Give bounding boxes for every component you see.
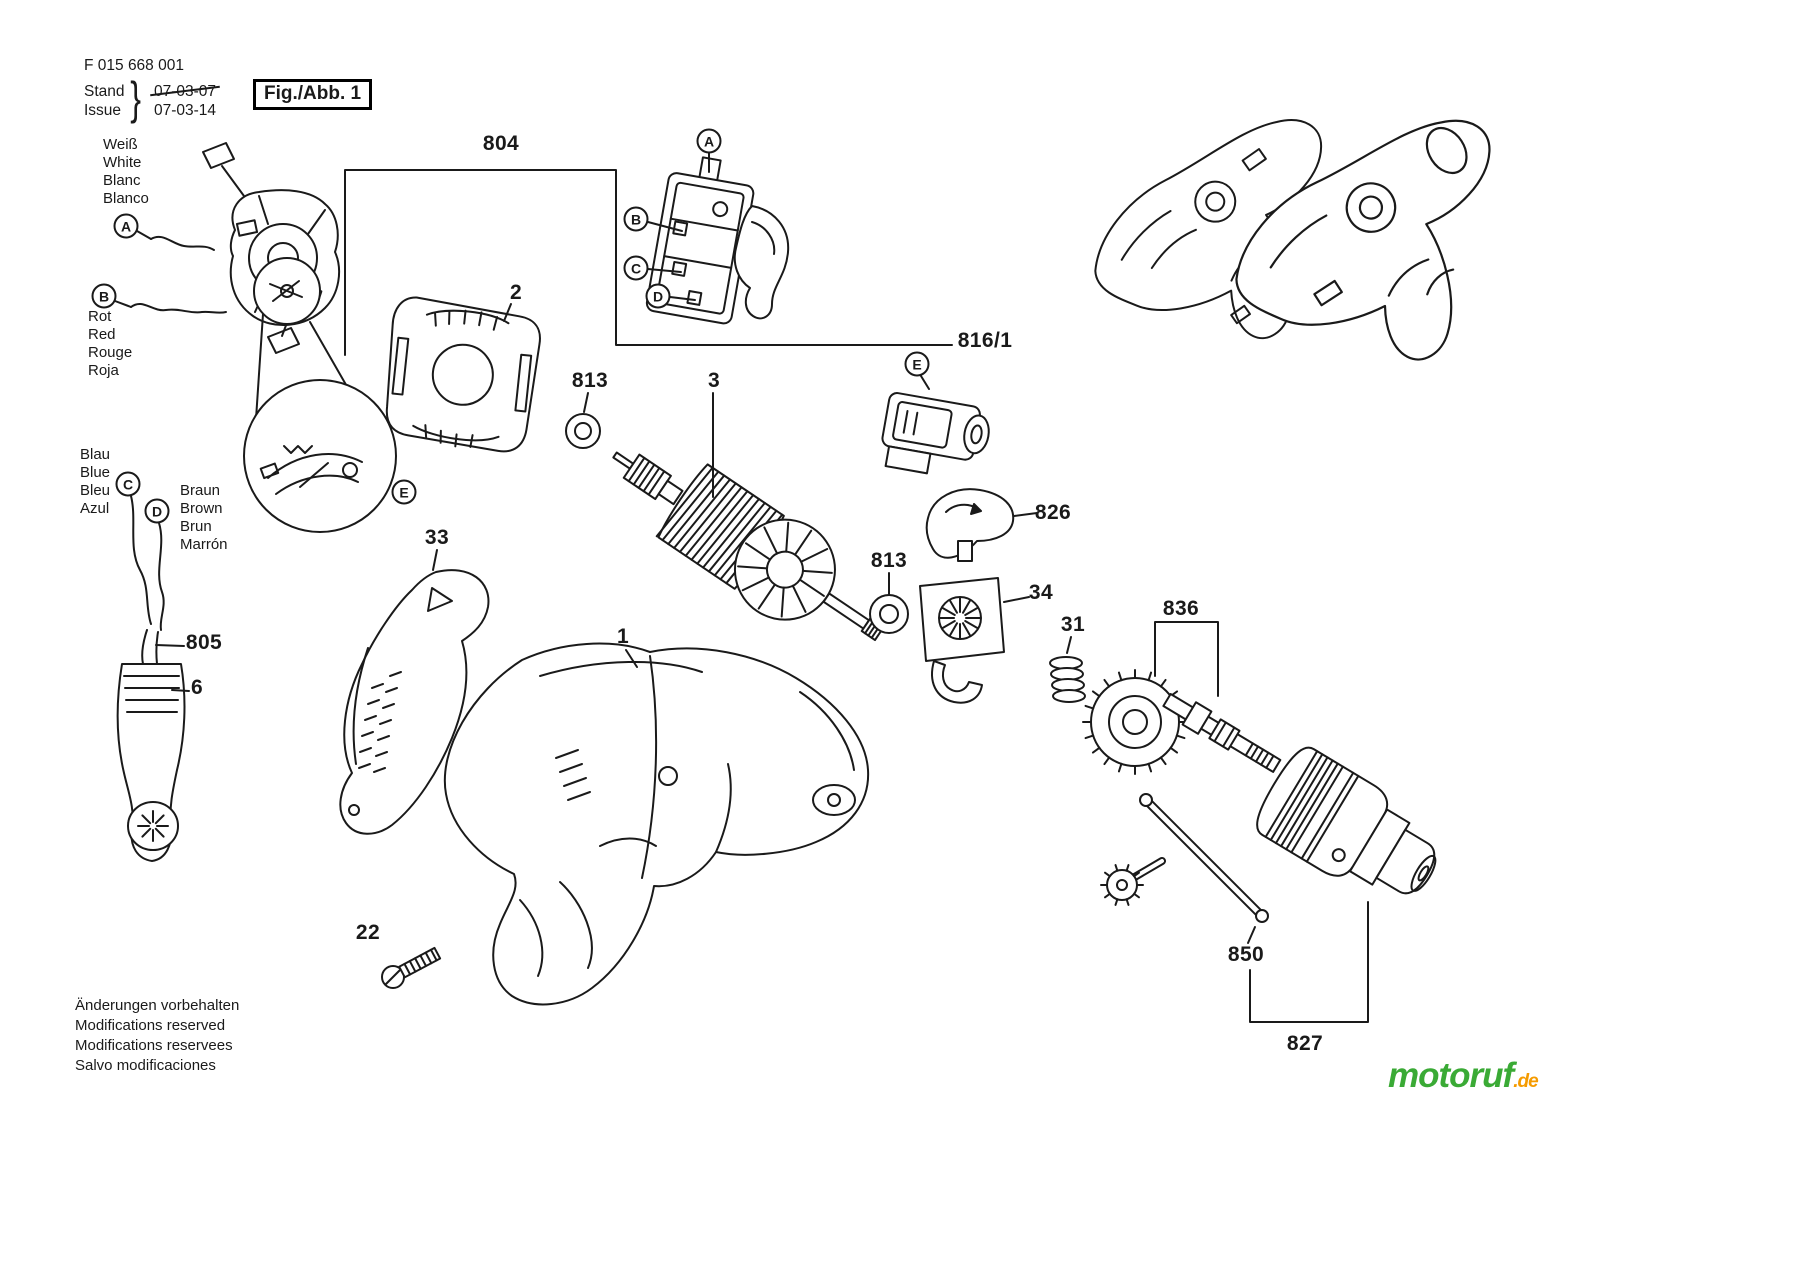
doc-header: F 015 668 001 } Stand 07-03-07 Issue 07-… — [84, 56, 244, 122]
callout-d-wires: D — [144, 498, 170, 524]
main-housing-1 — [443, 642, 870, 1006]
brush-plate-assembly — [130, 142, 341, 354]
part-label-805: 805 — [185, 631, 223, 654]
callout-b-switch: B — [623, 206, 649, 232]
callout-c-switch: C — [623, 255, 649, 281]
part-label-804: 804 — [482, 132, 520, 155]
wire-label-line: Rot — [88, 308, 112, 325]
bearing-plate-34 — [919, 577, 1005, 704]
wire-label-line: Braun — [180, 482, 221, 499]
wire-label-line: Roja — [88, 362, 119, 379]
callout-e-detail: E — [391, 479, 417, 505]
wire-label-line: Blue — [80, 464, 111, 481]
part-label-33: 33 — [424, 526, 450, 549]
callout-c-wires: C — [115, 471, 141, 497]
housing-shell-right — [1235, 119, 1491, 361]
armature-rotor-3 — [612, 451, 885, 642]
callout-e-clamp: E — [904, 351, 930, 377]
part-label-850: 850 — [1227, 943, 1265, 966]
cable-clamp-816-1 — [881, 392, 990, 475]
power-cord-805 — [116, 495, 186, 862]
reverse-lever-826 — [925, 488, 1015, 562]
callout-a-wires: A — [113, 213, 139, 239]
part-label-2: 2 — [509, 281, 523, 304]
motoruf-watermark: motoruf.de — [1388, 1056, 1539, 1096]
part-label-3: 3 — [707, 369, 721, 392]
stand-value: 07-03-07 — [154, 83, 217, 100]
wire-label-line: Azul — [80, 500, 110, 517]
revision-brace: } — [130, 72, 142, 124]
field-stator-2 — [385, 296, 541, 453]
part-label-6: 6 — [190, 676, 204, 699]
wire-label-red: Rot Red Rouge Roja — [88, 308, 132, 380]
wire-label-line: Weiß — [103, 136, 138, 153]
note-line: Salvo modificaciones — [75, 1057, 216, 1074]
stand-label: Stand — [84, 83, 125, 100]
chuck-key-850 — [1100, 793, 1269, 923]
callout-b-wires: B — [91, 283, 117, 309]
part-label-813-right: 813 — [870, 549, 908, 572]
leader-lines — [114, 152, 1369, 1023]
part-label-816-1: 816/1 — [957, 329, 1013, 352]
figure-label: Fig./Abb. 1 — [253, 79, 373, 110]
spindle-836 — [1162, 692, 1282, 773]
bearing-813-left — [565, 413, 601, 449]
wire-label-line: Blanco — [103, 190, 149, 207]
wire-label-line: Bleu — [80, 482, 111, 499]
issue-label: Issue — [84, 102, 122, 119]
gear-836 — [1082, 669, 1188, 775]
wire-label-line: Blau — [80, 446, 111, 463]
chuck — [1256, 746, 1437, 895]
note-line: Modifications reserved — [75, 1017, 226, 1034]
motoruf-tld: .de — [1513, 1071, 1538, 1092]
wire-label-line: Brown — [180, 500, 223, 517]
motoruf-name: motoruf — [1388, 1056, 1514, 1095]
wire-label-line: White — [103, 154, 142, 171]
brush-detail-views — [243, 257, 397, 533]
wire-label-brown: Braun Brown Brun Marrón — [180, 482, 228, 554]
callout-d-switch: D — [645, 283, 671, 309]
part-label-1: 1 — [616, 625, 630, 648]
note-line: Modifications reservees — [75, 1037, 233, 1054]
spring-31 — [1049, 656, 1086, 703]
wire-label-white: Weiß White Blanc Blanco — [103, 136, 149, 208]
part-label-813-left: 813 — [571, 369, 609, 392]
wire-label-line: Rouge — [88, 344, 133, 361]
part-label-22: 22 — [355, 921, 381, 944]
bearing-813-right — [869, 594, 909, 634]
part-label-836: 836 — [1162, 597, 1200, 620]
wire-label-line: Marrón — [180, 536, 228, 553]
screw-22 — [381, 946, 442, 989]
wire-label-blue: Blau Blue Bleu Azul — [80, 446, 110, 518]
callout-a-switch: A — [696, 128, 722, 154]
revision-block: } Stand 07-03-07 Issue 07-03-14 — [84, 74, 244, 122]
note-line: Änderungen vorbehalten — [75, 997, 240, 1014]
part-label-827: 827 — [1286, 1032, 1324, 1055]
issue-value: 07-03-14 — [154, 102, 217, 119]
part-label-826: 826 — [1034, 501, 1072, 524]
wire-label-line: Brun — [180, 518, 212, 535]
part-label-34: 34 — [1028, 581, 1054, 604]
document-number: F 015 668 001 — [84, 57, 184, 74]
side-grip-33 — [339, 569, 490, 835]
part-label-31: 31 — [1060, 613, 1086, 636]
wire-label-line: Red — [88, 326, 116, 343]
wire-label-line: Blanc — [103, 172, 141, 189]
modification-notes: Änderungen vorbehalten Modifications res… — [75, 996, 239, 1076]
